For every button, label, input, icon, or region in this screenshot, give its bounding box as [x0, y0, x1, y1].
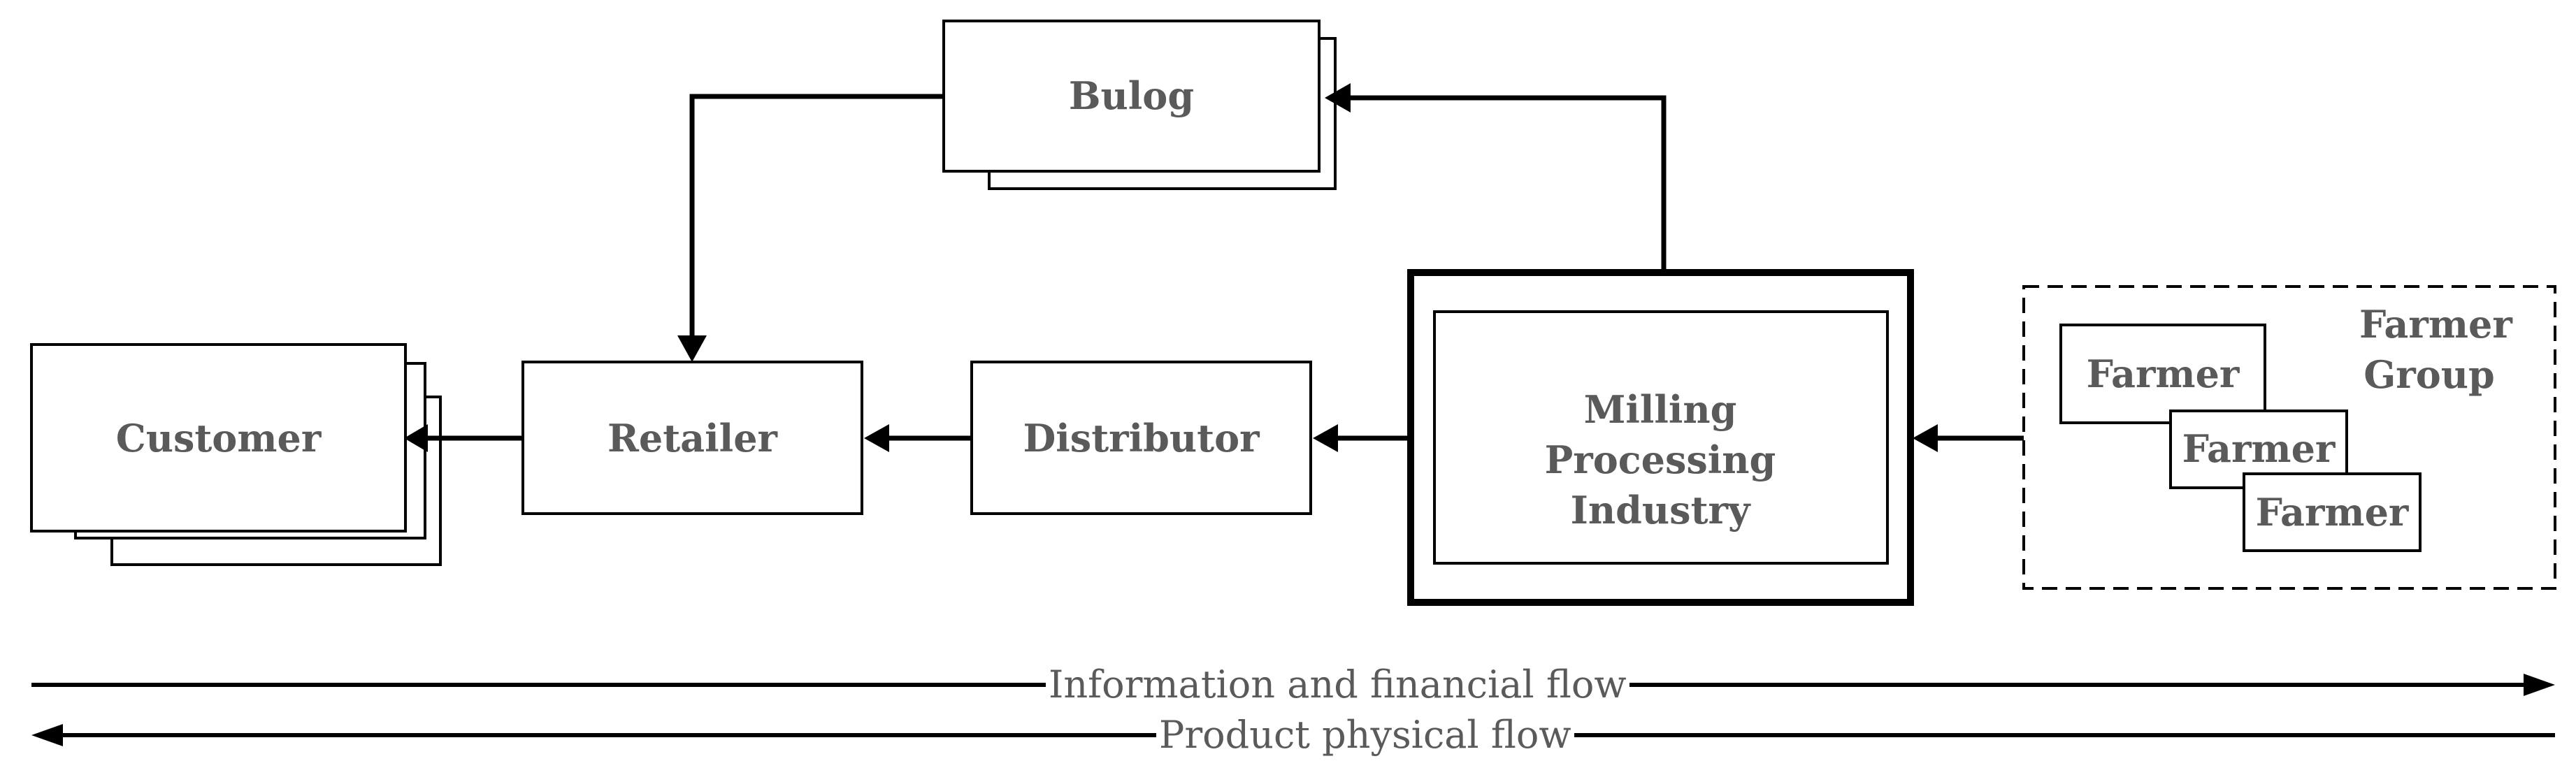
arrowhead-retailer-left — [864, 424, 889, 452]
retailer-label: Retailer — [607, 416, 777, 461]
farmer-stack — [2059, 324, 2422, 552]
retailer-box — [521, 361, 863, 515]
customer-node — [30, 343, 442, 566]
product-flow-label: Product physical flow — [1156, 713, 1574, 758]
arrowheads — [404, 83, 1938, 452]
customer-label: Customer — [115, 416, 322, 461]
milling-inner-box — [1433, 310, 1889, 565]
arrowhead-bulog — [1325, 83, 1351, 113]
information-flow-arrowhead — [2524, 674, 2555, 696]
bulog-node — [942, 20, 1337, 190]
farmer-label-2: Farmer — [2182, 426, 2336, 471]
connectors — [419, 94, 2024, 441]
arrowhead-distributor-left — [1313, 424, 1338, 452]
arrowhead-customer — [404, 424, 428, 452]
farmer-label-1: Farmer — [2086, 352, 2240, 396]
connector-bulog-to-retailer — [689, 94, 944, 341]
information-flow-label: Information and financial flow — [1046, 662, 1629, 707]
arrowhead-retailer-top — [677, 335, 707, 362]
arrowhead-milling-left — [1913, 424, 1938, 452]
connector-milling-to-bulog — [1349, 95, 1667, 273]
farmer-label-3: Farmer — [2255, 490, 2409, 535]
farmer-group-label: Farmer Group — [2359, 302, 2512, 397]
product-flow-arrowhead — [31, 724, 63, 746]
bulog-label: Bulog — [1068, 73, 1195, 118]
distributor-box — [970, 361, 1312, 515]
milling-label: Milling Processing Industry — [1544, 387, 1776, 532]
distributor-label: Distributor — [1023, 416, 1260, 461]
